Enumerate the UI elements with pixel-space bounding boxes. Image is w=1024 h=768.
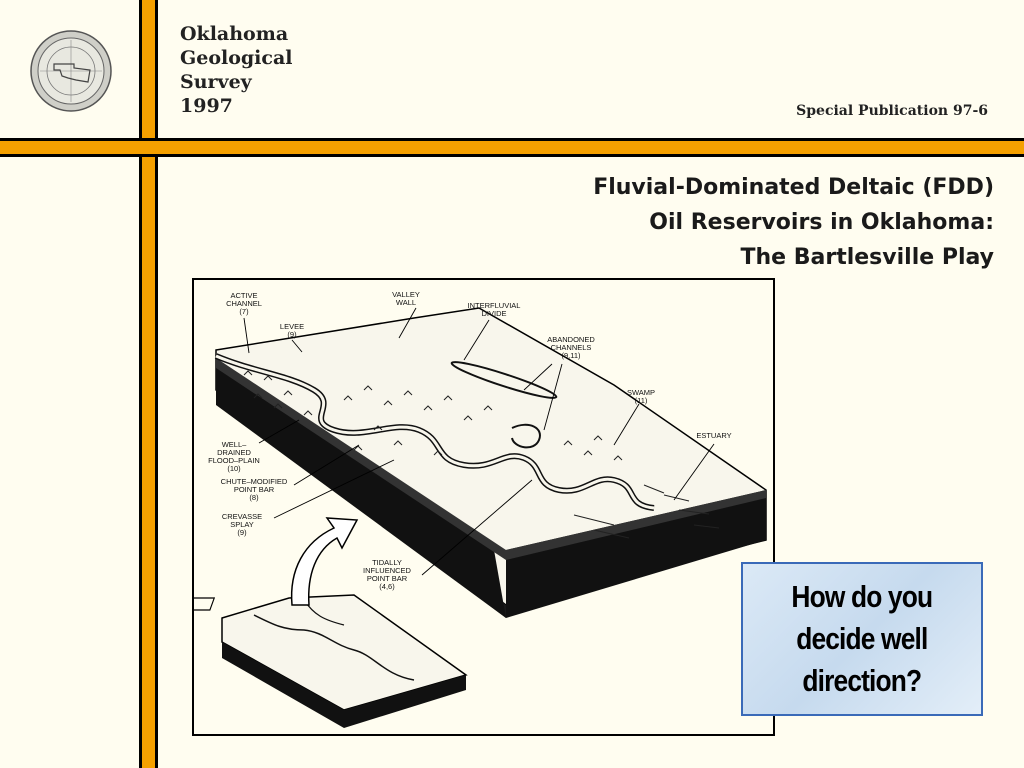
leader-lines: [243, 307, 715, 576]
main-block-diagram: [214, 307, 767, 618]
label-swamp: SWAMP(11): [627, 388, 655, 405]
title-line-2: Oil Reservoirs in Oklahoma:: [649, 210, 994, 235]
org-line-2: Geological: [180, 47, 293, 69]
question-line-1: How do you: [791, 579, 934, 614]
inset-block-diagram: [194, 594, 468, 728]
label-levee: LEVEE(9): [280, 322, 304, 339]
org-line-3: Survey: [180, 71, 252, 93]
question-line-3: direction?: [802, 663, 923, 698]
question-callout: How do you decide well direction?: [741, 562, 983, 716]
question-line-2: decide well: [796, 621, 928, 656]
horizontal-frame-bar-fill: [0, 141, 1024, 154]
curved-arrow-icon: [290, 517, 359, 606]
title-line-1: Fluvial-Dominated Deltaic (FDD): [593, 175, 994, 200]
slide-title: Fluvial-Dominated Deltaic (FDD) Oil Rese…: [593, 170, 994, 275]
label-estuary: ESTUARY: [696, 431, 731, 440]
organization-name: Oklahoma Geological Survey 1997: [180, 22, 292, 118]
org-line-1: Oklahoma: [180, 23, 289, 45]
question-text: How do you decide well direction?: [791, 576, 934, 702]
ogs-seal-icon: [30, 30, 112, 112]
title-line-3: The Bartlesville Play: [740, 245, 994, 270]
org-year: 1997: [180, 95, 233, 117]
publication-number: Special Publication 97-6: [796, 103, 988, 119]
vertical-frame-bar-fill: [142, 0, 155, 768]
